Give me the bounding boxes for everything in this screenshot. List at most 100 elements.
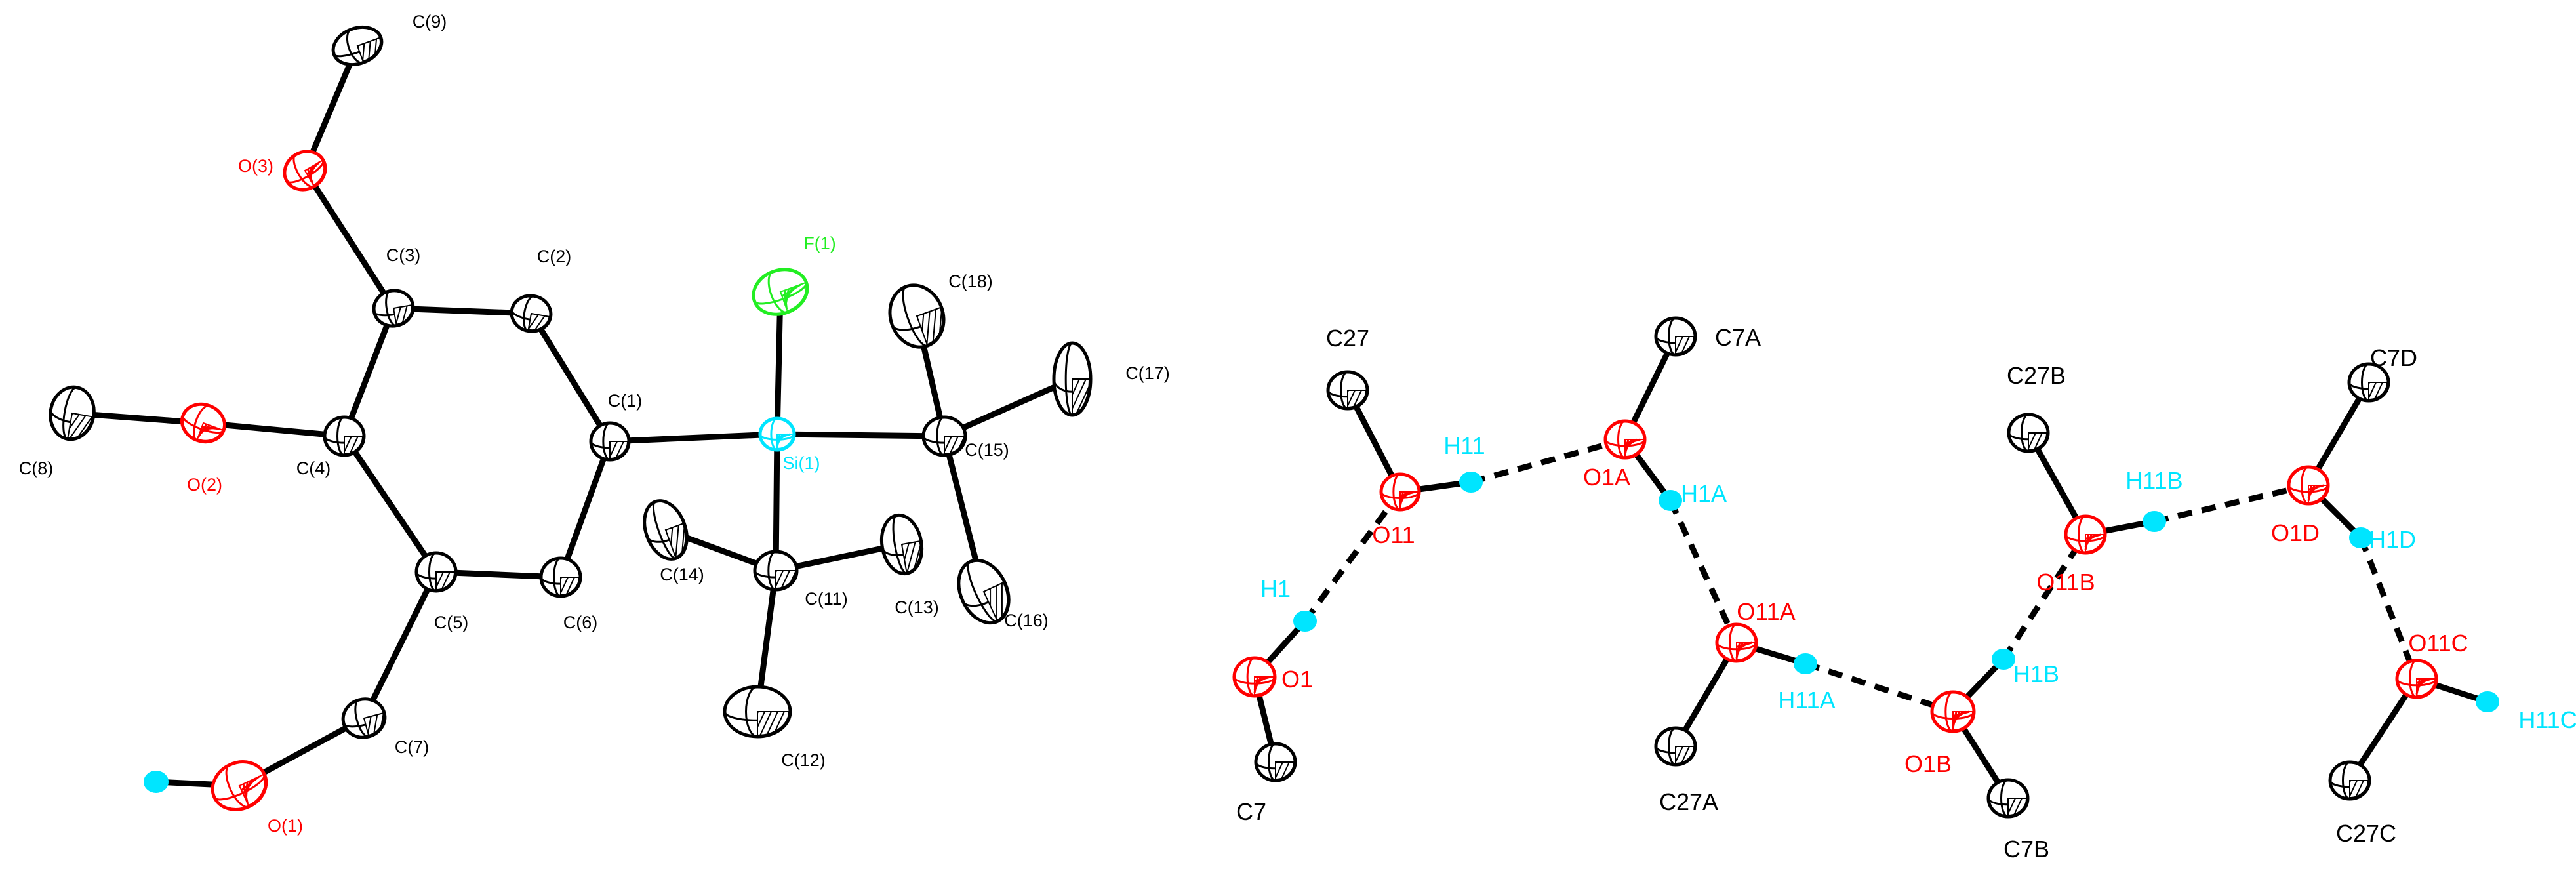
- left-atom-c16: [957, 558, 1011, 625]
- right-atom-h1: [1293, 611, 1317, 632]
- left-atom-c14: [643, 499, 689, 561]
- left-atom-c18: [888, 283, 946, 349]
- right-atom-c27: [1326, 370, 1369, 411]
- left-bond-si1-c11: [773, 431, 780, 574]
- right_chain-label-h1d: H1D: [2369, 526, 2416, 553]
- right-atom-c7b: [1986, 778, 2030, 819]
- right-atom-c7d: [2347, 362, 2390, 403]
- left-atom-labels: C(9)O(3)C(3)C(2)C(8)O(2)C(4)C(1)C(5)C(6)…: [19, 12, 1170, 836]
- right_chain-label-c27: C27: [1326, 325, 1369, 352]
- right-atom-h11a: [1794, 653, 1817, 674]
- right-hbond-h1a-o11a: [1667, 499, 1740, 644]
- left_molecule-label-c3: C(3): [386, 245, 421, 265]
- left-atom-c15: [921, 415, 967, 457]
- right-hbond-h1-o11: [1302, 490, 1403, 623]
- right-hydrogen-bonds: [1302, 436, 2420, 715]
- right_chain-label-c7a: C7A: [1715, 324, 1761, 351]
- left_molecule-label-c5: C(5): [434, 613, 469, 632]
- right-atom-o1b: [1930, 690, 1976, 733]
- right-atom-o1: [1232, 656, 1277, 698]
- right-atom-h1a: [1659, 490, 1682, 511]
- left_molecule-label-c11: C(11): [805, 589, 848, 609]
- right_chain-label-h1a: H1A: [1681, 480, 1727, 507]
- right_chain-label-c27b: C27B: [2007, 362, 2066, 389]
- left-bond-c3-c4: [341, 305, 397, 439]
- left_molecule-label-c16: C(16): [1004, 611, 1049, 630]
- right-atom-c27b: [2007, 413, 2050, 453]
- left_molecule-label-c15: C(15): [965, 440, 1009, 460]
- right_chain-label-o11b: O11B: [2036, 569, 2095, 596]
- left-atoms: [49, 25, 1093, 811]
- left-bond-c2-c1: [528, 310, 613, 445]
- left-atom-c13: [879, 513, 924, 576]
- left-atom-c8: [49, 385, 96, 441]
- left-atom-f1: [752, 268, 809, 316]
- right-atom-h11b: [2143, 511, 2166, 532]
- right_chain-label-h1: H1: [1260, 575, 1291, 602]
- left-atom-c1: [589, 421, 631, 462]
- right_chain-label-c27c: C27C: [2336, 820, 2396, 847]
- right-atom-o11a: [1715, 622, 1758, 663]
- right_chain-label-c7d: C7D: [2370, 344, 2417, 371]
- left_molecule-label-o3: O(3): [238, 156, 273, 176]
- left-bond-o3-c3: [302, 167, 397, 312]
- right-atom-o11b: [2064, 514, 2107, 555]
- left_molecule-label-si1: Si(1): [782, 453, 820, 473]
- left-atom-c3: [372, 289, 415, 328]
- right-hbond-h11-o1a: [1470, 436, 1626, 485]
- right_chain-label-o1a: O1A: [1583, 464, 1630, 491]
- right_chain-label-h11a: H11A: [1778, 687, 1835, 714]
- left-atom-h1: [144, 771, 169, 793]
- left-bond-c4-o2: [200, 420, 348, 439]
- right_chain-label-o11: O11: [1372, 521, 1415, 548]
- right-atom-o1d: [2287, 465, 2330, 506]
- right-atom-c27a: [1654, 726, 1697, 767]
- right-atom-o11c: [2395, 659, 2438, 699]
- right-hbond-chain: C27O11H11H1O1C7C7AO1AH1AO11AC27AH11AO1BC…: [1232, 316, 2576, 863]
- left_molecule-label-c13: C(13): [895, 598, 939, 617]
- left_molecule-label-c8: C(8): [19, 458, 54, 478]
- right-atom-o11: [1379, 472, 1421, 512]
- left_molecule-label-c12: C(12): [781, 750, 826, 770]
- left_molecule-label-c18: C(18): [948, 272, 993, 291]
- right-atom-h1d: [2349, 527, 2373, 548]
- right_chain-label-o1b: O1B: [1904, 750, 1952, 777]
- left-molecule-ortep: C(9)O(3)C(3)C(2)C(8)O(2)C(4)C(1)C(5)C(6)…: [19, 12, 1170, 836]
- left-bond-c3-c2: [390, 305, 534, 317]
- left-atom-c4: [323, 415, 366, 457]
- left-atom-c6: [539, 556, 582, 598]
- left_molecule-label-o2: O(2): [187, 475, 222, 495]
- right-atoms: [1232, 316, 2499, 819]
- left-atom-si1: [758, 416, 796, 452]
- left-bond-c1-c6: [557, 438, 613, 580]
- right-atom-o1a: [1603, 419, 1647, 460]
- left_molecule-label-c17: C(17): [1125, 363, 1170, 383]
- right_chain-label-c27a: C27A: [1659, 788, 1718, 815]
- right-hbond-h11b-o1d: [2153, 482, 2310, 525]
- left_molecule-label-c4: C(4): [296, 458, 331, 478]
- right-atom-c7: [1254, 742, 1297, 782]
- right-atom-labels: C27O11H11H1O1C7C7AO1AH1AO11AC27AH11AO1BC…: [1236, 324, 2576, 863]
- left_molecule-label-c7: C(7): [395, 737, 430, 757]
- right_chain-label-o1: O1: [1281, 666, 1313, 693]
- left_molecule-label-c9: C(9): [413, 12, 447, 31]
- right-hbond-h1b-o11b: [2001, 533, 2088, 661]
- left-atom-o2: [180, 402, 226, 444]
- left-bond-si1-c15: [774, 431, 948, 439]
- left-atom-o1: [211, 760, 268, 811]
- left_molecule-label-c1: C(1): [608, 391, 643, 411]
- left-atom-c2: [510, 294, 553, 333]
- right-atom-h11c: [2476, 691, 2499, 712]
- left-atom-c7: [341, 697, 387, 739]
- right-hbond-h11a-o1b: [1804, 660, 1954, 715]
- left_molecule-label-o1: O(1): [268, 816, 303, 836]
- left-bond-c5-c4: [341, 433, 439, 575]
- right_chain-label-h11b: H11B: [2125, 467, 2183, 494]
- right_chain-label-o11a: O11A: [1737, 598, 1795, 625]
- right_chain-label-h11: H11: [1443, 432, 1485, 459]
- right-atom-c27c: [2328, 760, 2371, 801]
- left-atom-c17: [1052, 341, 1093, 417]
- left-atom-c11: [753, 550, 799, 592]
- right_chain-label-c7b: C7B: [2003, 836, 2049, 863]
